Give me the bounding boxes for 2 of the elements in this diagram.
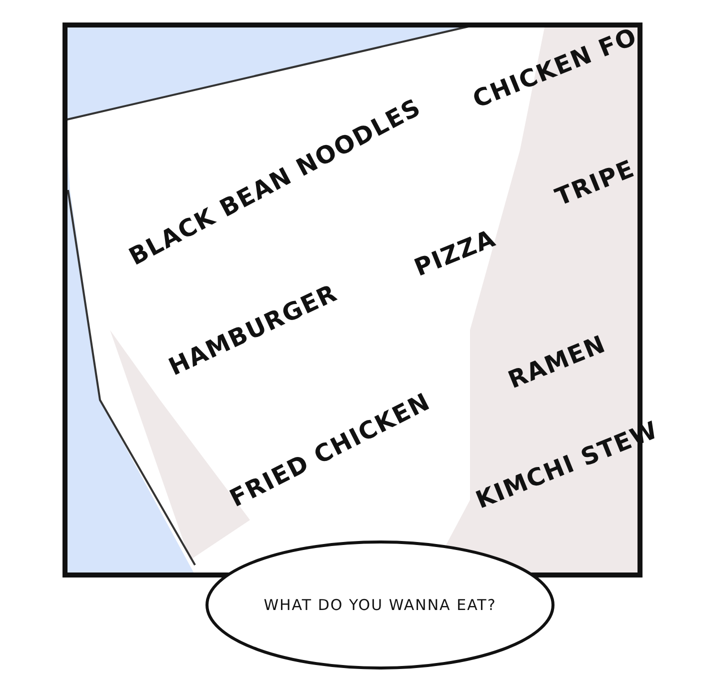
- speech-text: WHAT DO YOU WANNA EAT?: [262, 596, 498, 614]
- speech-bubble: [205, 540, 555, 670]
